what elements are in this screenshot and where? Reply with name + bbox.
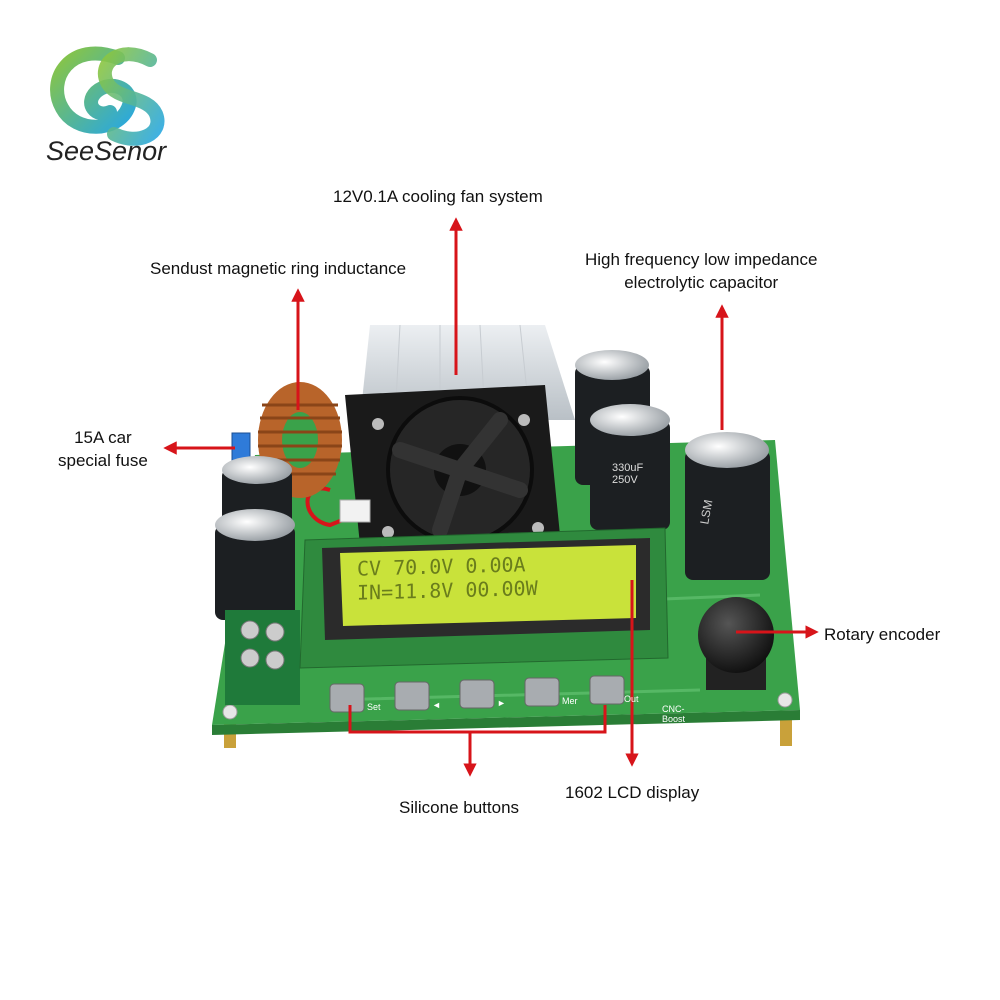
- terminal-block: [225, 610, 300, 705]
- label-inductance: Sendust magnetic ring inductance: [150, 259, 407, 278]
- board-model-label: CNC-Boost / Mppt: [662, 704, 686, 744]
- brand-name: SeeSenor: [46, 136, 167, 166]
- button-label-set: Set: [367, 702, 381, 712]
- button-label-right: ►: [497, 698, 506, 708]
- label-cooling-fan: 12V0.1A cooling fan system: [333, 187, 543, 206]
- label-capacitor-line-2: electrolytic capacitor: [624, 273, 779, 292]
- button-label-left: ◄: [432, 700, 441, 710]
- left-capacitors: [215, 456, 295, 620]
- rotary-encoder: [698, 597, 774, 690]
- label-capacitor-line-1: High frequency low impedance: [585, 250, 818, 269]
- label-fuse-line-2: special fuse: [58, 451, 148, 470]
- lcd-module: [299, 527, 669, 669]
- label-lcd-display: 1602 LCD display: [565, 783, 700, 802]
- cap-rating-label: 330uF 250V: [612, 462, 644, 486]
- lcd-text: CV 70.0V 0.00A IN=11.8V 00.00W: [357, 549, 637, 604]
- label-capacitor: High frequency low impedance electrolyti…: [585, 248, 817, 294]
- cooling-fan: [345, 385, 560, 545]
- brand-logo-icon: [50, 46, 165, 146]
- label-fuse: 15A car special fuse: [58, 426, 148, 472]
- button-label-out: Out: [624, 694, 639, 704]
- label-silicone-buttons: Silicone buttons: [399, 798, 520, 817]
- right-capacitors: [575, 350, 770, 580]
- button-label-mer: Mer: [562, 696, 578, 706]
- annotation-arrows: [163, 217, 819, 777]
- label-fuse-line-1: 15A car: [74, 428, 132, 447]
- label-rotary-encoder: Rotary encoder: [824, 625, 941, 644]
- button-row: [329, 675, 625, 713]
